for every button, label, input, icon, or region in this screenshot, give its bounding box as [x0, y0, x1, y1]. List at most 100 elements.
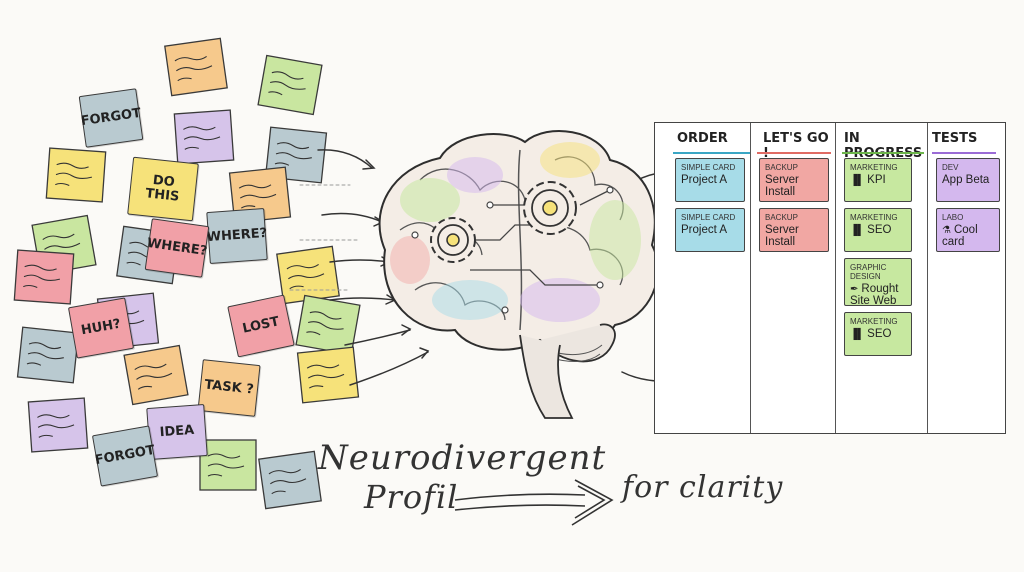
- bar-chart-icon: ▐▌: [850, 225, 865, 236]
- card-title-text: Cool card: [942, 224, 978, 248]
- column-title-in-progress: IN PROGRESS: [844, 131, 922, 161]
- sticky-note: FORGOT: [78, 88, 144, 148]
- card-title: Server Install: [765, 174, 823, 198]
- arrowhead-1: [362, 159, 376, 170]
- caption-profil: Profil: [364, 478, 459, 516]
- gear-icon-left: [430, 217, 476, 263]
- card-title: Server Install: [765, 224, 823, 248]
- card-tag: BACKUP: [765, 213, 798, 222]
- arrow-2: [321, 212, 383, 223]
- card-tag: MARKETING: [850, 317, 898, 326]
- sticky-note-label: DO THIS: [144, 172, 180, 205]
- card-title-text: Rought Site Web: [850, 283, 899, 307]
- sticky-note: TASK ?: [197, 359, 261, 417]
- scribble-notes: [13, 37, 361, 510]
- sticky-note-label: TASK ?: [203, 377, 255, 398]
- flask-icon: ⚗: [942, 225, 951, 236]
- scribble-note: [296, 346, 360, 404]
- scribble-note: [164, 37, 228, 97]
- card-title-text: Server Install: [765, 224, 799, 248]
- scribble-note: [13, 249, 75, 305]
- kanban-card[interactable]: GRAPHIC DESIGN ✒Rought Site Web: [844, 258, 912, 307]
- kanban-card[interactable]: BACKUP Server Install: [759, 158, 829, 202]
- column-title-tests: TESTS: [932, 131, 978, 146]
- kanban-card[interactable]: SIMPLE CARD Project A: [675, 208, 745, 252]
- card-tag: GRAPHIC DESIGN: [850, 263, 887, 281]
- card-title: ▐▌SEO: [850, 224, 906, 236]
- sticky-note: WHERE?: [144, 218, 210, 278]
- card-tag: MARKETING: [850, 163, 898, 172]
- sticky-note: WHERE?: [206, 208, 268, 264]
- scribble-note: [199, 439, 257, 491]
- card-tag: DEV: [942, 163, 959, 172]
- card-title: ▐▌SEO: [850, 328, 906, 340]
- scribble-note: [295, 294, 361, 356]
- sticky-note-label: WHERE?: [206, 225, 268, 245]
- sticky-note-label: FORGOT: [93, 442, 156, 468]
- bar-chart-icon: ▐▌: [850, 175, 865, 186]
- scribble-note: [276, 245, 340, 305]
- card-title: ✒Rought Site Web: [850, 283, 906, 307]
- brain-illustration: [378, 130, 659, 419]
- arrow-1: [317, 149, 373, 169]
- clarity-arrow: [454, 479, 614, 526]
- card-title-text: Project A: [681, 174, 728, 186]
- column-title-letsgo: LET'S GO !: [763, 131, 829, 161]
- card-title-text: SEO: [867, 224, 892, 236]
- card-title-text: SEO: [867, 328, 892, 340]
- card-tag: LABO: [942, 213, 964, 222]
- kanban-card[interactable]: MARKETING ▐▌KPI: [844, 158, 912, 202]
- arrow-3: [329, 259, 391, 263]
- card-title-text: Server Install: [765, 174, 799, 198]
- card-title-text: Project A: [681, 224, 728, 236]
- arrowhead-6: [419, 347, 430, 359]
- card-title: ⚗Cool card: [942, 224, 994, 248]
- arrow-6: [349, 351, 429, 386]
- scribble-note: [173, 109, 235, 165]
- arrow-5: [344, 329, 411, 346]
- sticky-note: DO THIS: [127, 156, 199, 222]
- sticky-note-label: LOST: [241, 314, 281, 337]
- column-in-progress: IN PROGRESS MARKETING▐▌KPIMARKETING▐▌SEO…: [835, 123, 926, 433]
- scribble-note: [258, 450, 322, 510]
- sticky-note-label: FORGOT: [79, 105, 142, 129]
- kanban-card[interactable]: LABO ⚗Cool card: [936, 208, 1000, 252]
- scribble-note: [27, 397, 89, 453]
- gear-icon-right: [523, 181, 577, 235]
- column-title-order: ORDER: [677, 131, 728, 146]
- kanban-card[interactable]: MARKETING ▐▌SEO: [844, 312, 912, 356]
- card-tag: SIMPLE CARD: [681, 213, 736, 222]
- pen-nib-icon: ✒: [850, 284, 859, 295]
- sticky-note: IDEA: [146, 404, 208, 460]
- card-tag: SIMPLE CARD: [681, 163, 736, 172]
- scribble-note: [123, 344, 189, 406]
- caption-for-clarity: for clarity: [622, 470, 784, 505]
- kanban-card[interactable]: DEV App Beta: [936, 158, 1000, 202]
- card-title: ▐▌KPI: [850, 174, 906, 186]
- scribble-note: [257, 54, 323, 116]
- bar-chart-icon: ▐▌: [850, 329, 865, 340]
- kanban-card[interactable]: BACKUP Server Install: [759, 208, 829, 252]
- card-title-text: App Beta: [942, 174, 990, 186]
- card-title: App Beta: [942, 174, 994, 186]
- column-order: ORDER SIMPLE CARD Project A SIMPLE CARD Pro…: [667, 123, 751, 433]
- kanban-card[interactable]: MARKETING ▐▌SEO: [844, 208, 912, 252]
- card-title: Project A: [681, 224, 739, 236]
- sticky-note-label: IDEA: [159, 422, 195, 441]
- card-title-text: KPI: [867, 174, 886, 186]
- arrow-4: [329, 297, 396, 301]
- scribble-note: [45, 147, 107, 203]
- scribble-note: [16, 326, 80, 384]
- caption-neurodivergent: Neurodivergent: [318, 438, 607, 478]
- sticky-note-label: HUH?: [79, 316, 122, 339]
- sticky-note: FORGOT: [91, 425, 159, 487]
- arrowhead-5: [401, 324, 412, 336]
- sticky-note: HUH?: [67, 297, 135, 359]
- card-tag: MARKETING: [850, 213, 898, 222]
- kanban-card[interactable]: SIMPLE CARD Project A: [675, 158, 745, 202]
- card-title: Project A: [681, 174, 739, 186]
- card-tag: BACKUP: [765, 163, 798, 172]
